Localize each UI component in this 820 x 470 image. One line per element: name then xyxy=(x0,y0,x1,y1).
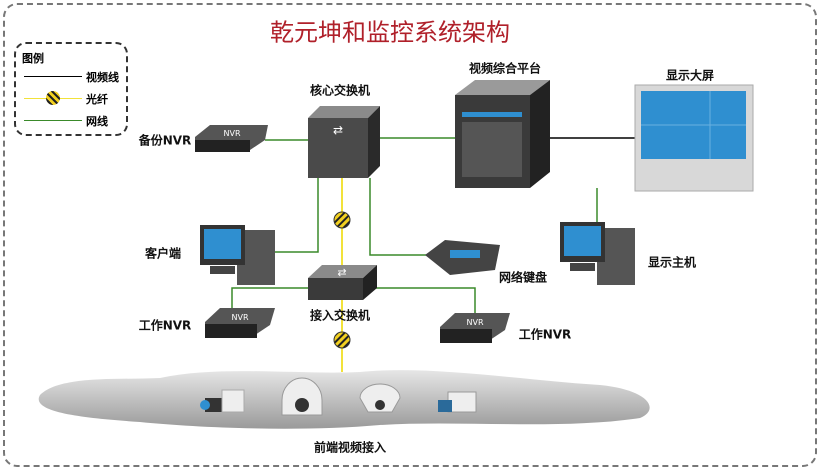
legend-title: 图例 xyxy=(22,52,44,65)
label-work-nvr-right: 工作NVR xyxy=(518,327,572,342)
legend-fiber-label: 光纤 xyxy=(86,93,108,106)
label-backup-nvr: 备份NVR xyxy=(138,133,192,148)
label-core-switch: 核心交换机 xyxy=(309,83,371,98)
legend: 图例 视频线 光纤 网线 xyxy=(14,42,128,136)
fiber-ball-icon xyxy=(46,91,60,105)
core-switch-icon: ⇄ xyxy=(308,106,380,178)
diagram-frame xyxy=(3,3,817,467)
link-core-client xyxy=(275,178,319,253)
frontend-cloud xyxy=(38,370,650,429)
client-pc-icon xyxy=(200,225,275,285)
box-camera-icon xyxy=(200,389,245,413)
label-access-switch: 接入交换机 xyxy=(309,308,371,323)
network-keyboard-icon xyxy=(425,240,500,275)
work-nvr-left-icon xyxy=(205,308,275,338)
display-host-icon xyxy=(560,222,635,285)
label-work-nvr-left: 工作NVR xyxy=(138,318,192,333)
label-video-platform: 视频综合平台 xyxy=(468,61,542,76)
video-platform-icon xyxy=(455,80,550,188)
label-display-host: 显示主机 xyxy=(647,255,697,270)
label-frontend: 前端视频接入 xyxy=(313,440,387,455)
dome-camera-icon xyxy=(281,377,323,416)
label-client: 客户端 xyxy=(144,246,182,261)
legend-network-line xyxy=(24,120,82,121)
nvr-badge: NVR xyxy=(223,129,240,138)
legend-video-label: 视频线 xyxy=(86,71,119,84)
big-screen-icon xyxy=(634,84,754,192)
svg-text:⇄: ⇄ xyxy=(337,266,346,279)
legend-network-label: 网线 xyxy=(86,115,108,128)
legend-video-line xyxy=(24,76,82,77)
fiber-ball-icon xyxy=(333,331,351,349)
backup-nvr-icon xyxy=(195,125,268,152)
label-network-keyboard: 网络键盘 xyxy=(498,270,548,285)
svg-text:⇄: ⇄ xyxy=(333,123,343,137)
access-switch-icon: ⇄ xyxy=(308,265,377,300)
fiber-ball-icon xyxy=(333,211,351,229)
nvr-badge: NVR xyxy=(231,313,248,322)
bullet-camera-icon xyxy=(438,391,477,413)
label-big-screen: 显示大屏 xyxy=(665,68,715,83)
link-core-keyboard xyxy=(369,178,432,256)
diagram-title: 乾元坤和监控系统架构 xyxy=(270,18,510,47)
dome-camera-icon xyxy=(359,383,401,413)
work-nvr-right-icon xyxy=(440,313,510,343)
nvr-badge: NVR xyxy=(466,318,483,327)
